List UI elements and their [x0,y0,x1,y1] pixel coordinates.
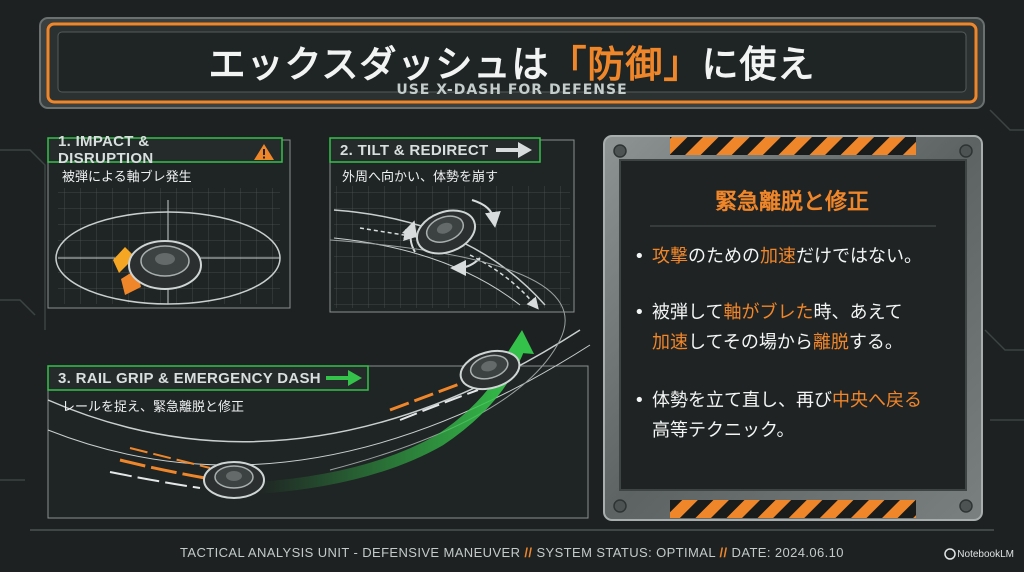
footer-unit: TACTICAL ANALYSIS UNIT - DEFENSIVE MANEU… [180,545,521,560]
bullet-2-hl3: 離脱 [812,332,849,353]
title-banner-frame [39,17,985,109]
brand-label: NotebookLM [957,549,1014,560]
footer-sep: // [719,545,728,560]
step2-label: 2. TILT & REDIRECT [340,141,489,159]
bullet-2: • 被弾して軸がブレた時、あえて加速してその場から離脱する。 [634,298,954,358]
bullet-1-text2: だけではない。 [796,246,922,267]
bullet-3-text1: 体勢を立て直し、再び [652,390,832,411]
bullet-2-hl1: 軸がブレた [723,302,814,323]
footer-status-text: SYSTEM STATUS: OPTIMAL [536,545,716,560]
footer-date: DATE: 2024.06.10 [731,545,844,560]
bullet-dot: • [634,390,645,411]
arrow-right-icon [326,370,362,386]
speed-trails [109,378,479,489]
title-highlight: 「防御」 [549,43,702,86]
footer-sep: // [524,545,533,560]
step3-caption: レールを捉え、緊急離脱と修正 [62,400,245,415]
title-text: エックスダッシュは [208,43,550,86]
bullet-2-hl2: 加速 [652,332,688,353]
step1-label: 1. IMPACT & DISRUPTION [58,133,154,167]
beyblade-step3b [459,349,521,391]
dash-arrow [508,330,534,354]
footer-status: TACTICAL ANALYSIS UNIT - DEFENSIVE MANEU… [0,545,1024,560]
circuit-lines [0,109,1024,531]
bullet-1-hl2: 加速 [760,246,796,267]
bullet-3-text2: 高等テクニック。 [652,420,795,441]
beyblade-step3a [203,461,265,499]
step1-caption: 被弾による軸ブレ発生 [62,170,192,185]
beyblade-step1 [113,240,202,295]
bullet-2-text1: 被弾して [652,302,724,323]
bullet-2-text4: する。 [848,332,903,353]
bullet-3-hl1: 中央へ戻る [832,390,922,411]
bullet-2-text3: してその場から [688,332,813,353]
step2-caption: 外周へ向かい、体勢を崩す [342,170,499,185]
page-title: エックスダッシュは「防御」に使え [60,36,964,86]
bullet-dot: • [634,302,645,323]
notebooklm-logo-icon [944,548,956,560]
track-arc [329,239,566,471]
arrow-right-icon [496,142,532,158]
info-panel-frame [603,135,983,521]
step-header-ribbons [47,137,541,391]
panel-title: 緊急離脱と修正 [714,190,869,215]
page-subtitle: USE X-DASH FOR DEFENSE [396,82,628,98]
bullet-1-hl1: 攻撃 [652,246,688,267]
title-text-end: に使え [701,43,816,86]
bullet-dot: • [634,246,645,267]
bullet-2-text2: 時、あえて [813,302,903,323]
beyblade-step2 [415,209,477,255]
bullet-3: • 体勢を立て直し、再び中央へ戻る高等テクニック。 [634,386,954,446]
bullet-1: • 攻撃のための加速だけではない。 [634,242,954,272]
bullet-1-text1: のための [688,246,760,267]
warning-icon [254,144,274,160]
step3-label: 3. RAIL GRIP & EMERGENCY DASH [58,369,321,387]
